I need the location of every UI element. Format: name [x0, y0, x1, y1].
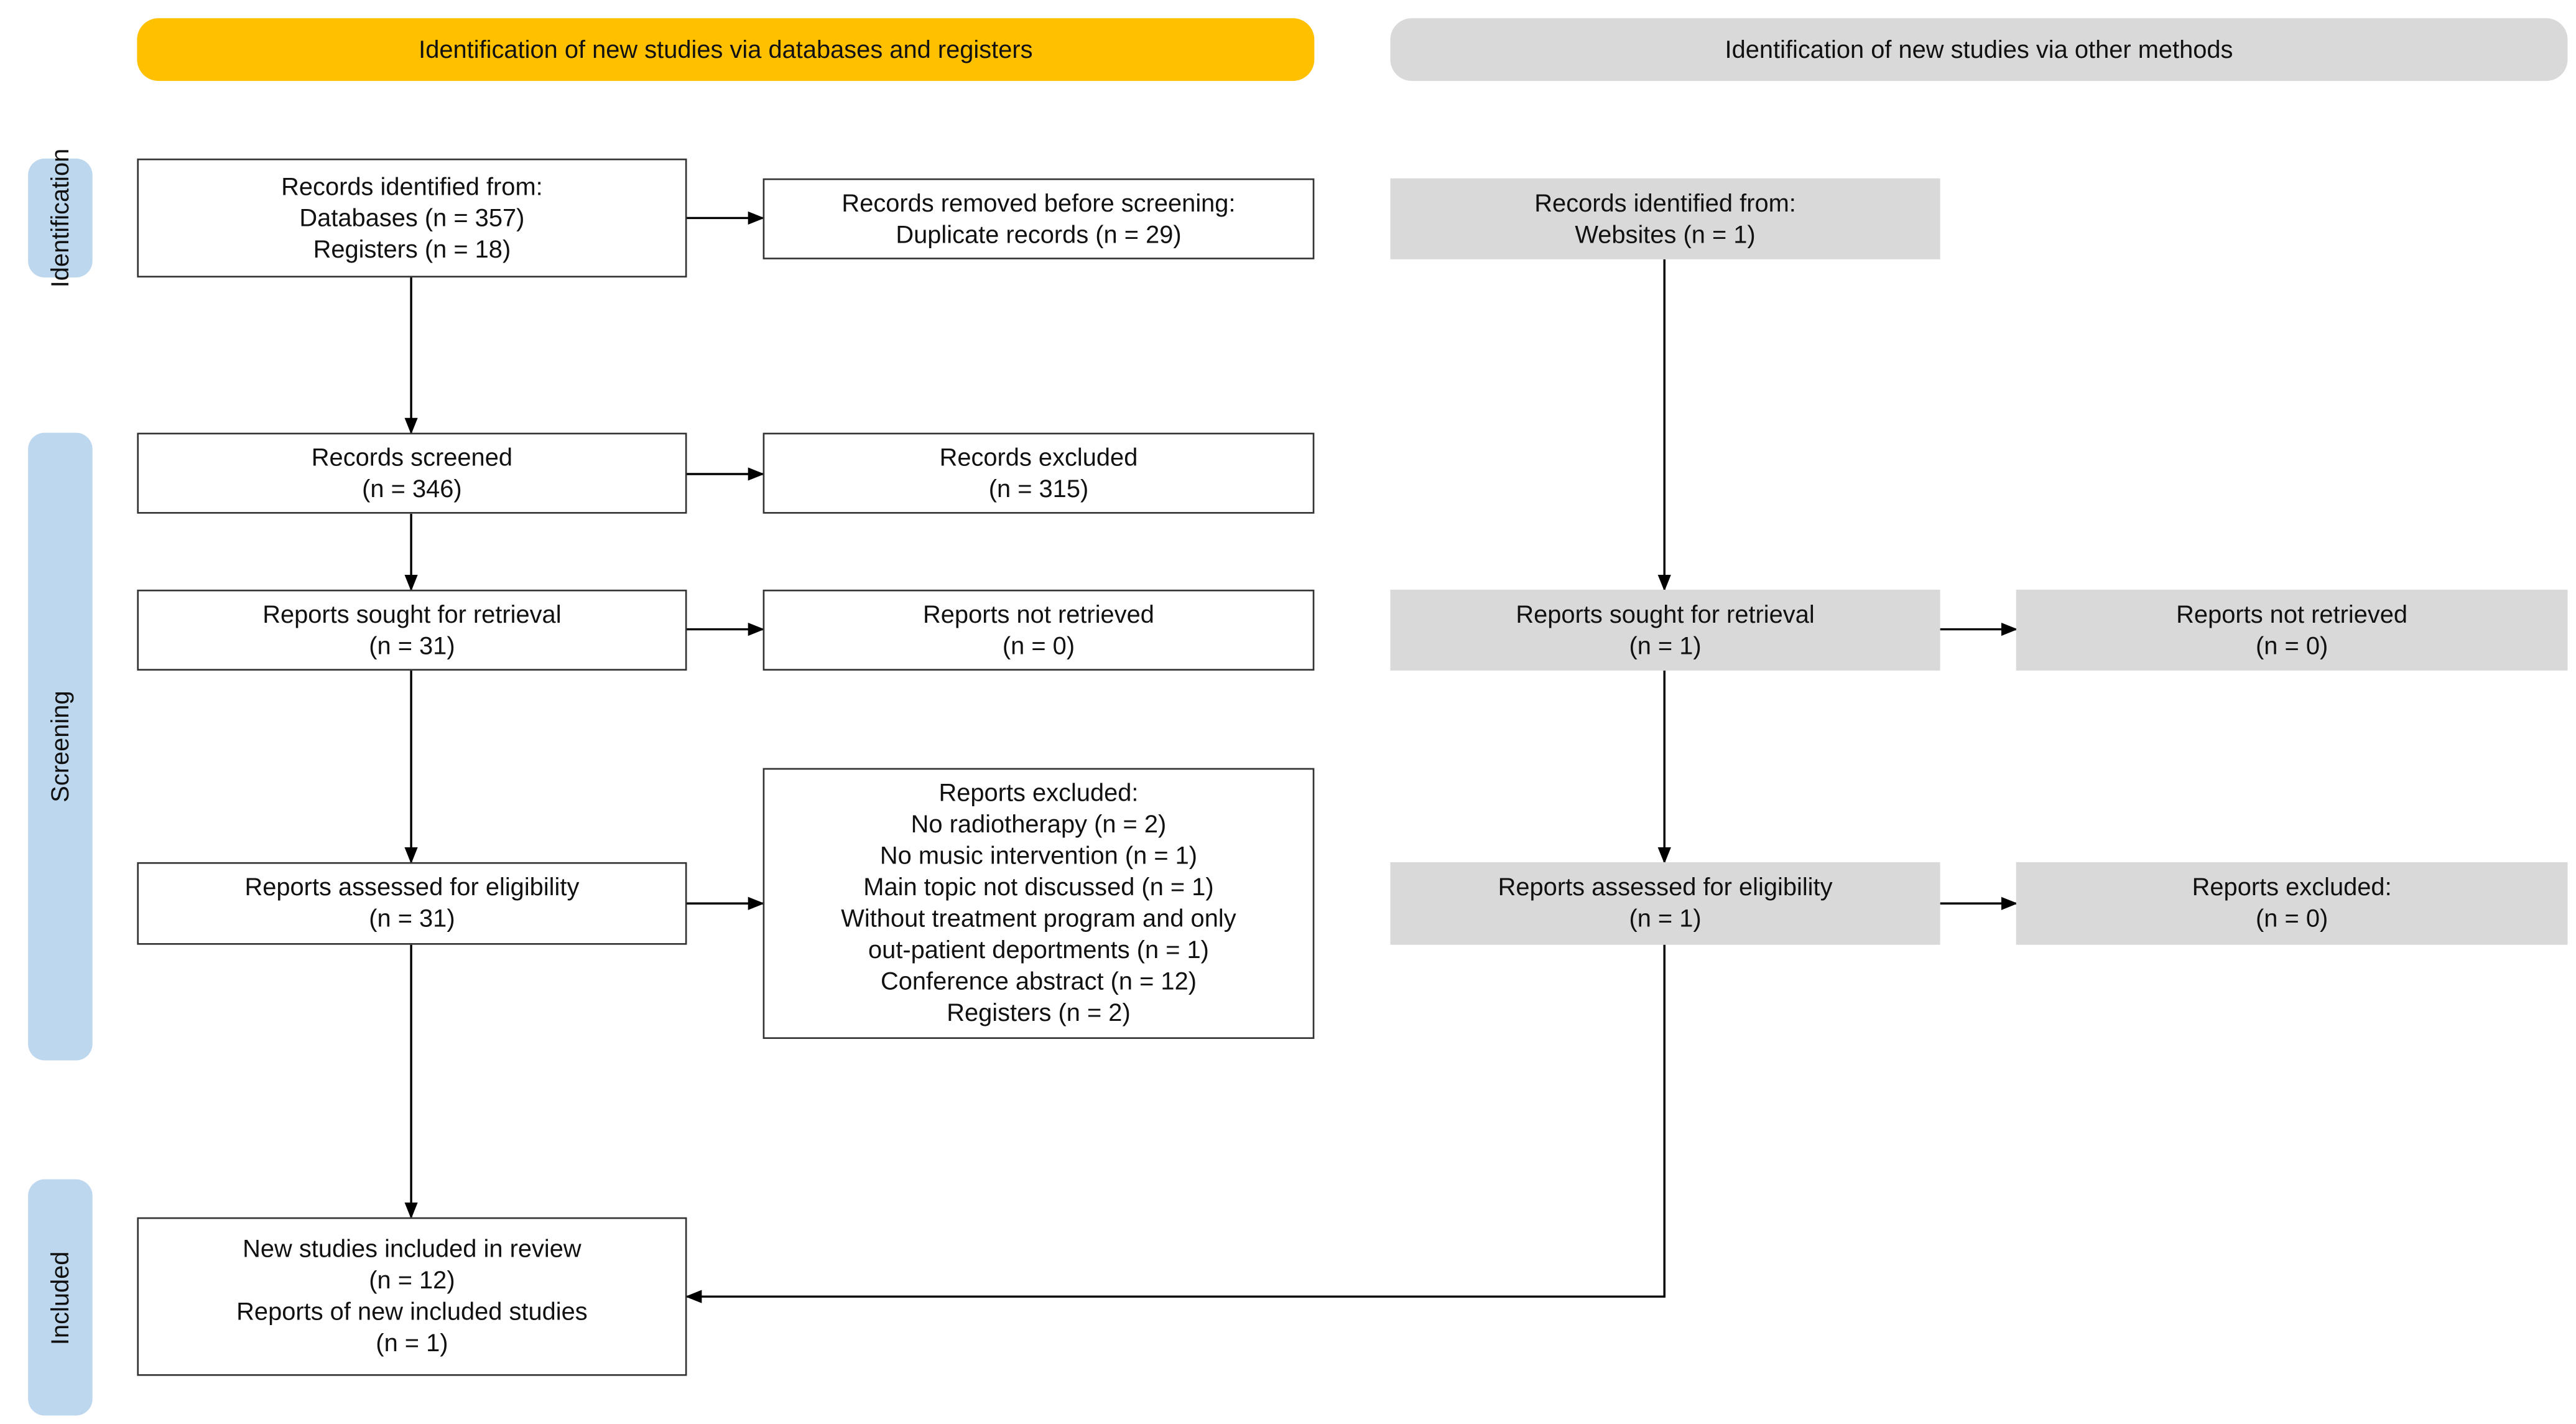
- box-line: Records identified from:: [281, 172, 543, 201]
- header-databases-registers-text: Identification of new studies via databa…: [419, 35, 1033, 64]
- box-line: New studies included in review: [243, 1235, 581, 1264]
- records-excluded-box: Records excluded (n = 315): [762, 432, 1315, 514]
- phase-screening: Screening: [28, 432, 93, 1061]
- header-other-methods: Identification of new studies via other …: [1390, 18, 2568, 81]
- box-line: (n = 31): [369, 905, 455, 934]
- other-reports-sought-box: Reports sought for retrieval (n = 1): [1390, 589, 1940, 671]
- reports-assessed-box: Reports assessed for eligibility (n = 31…: [137, 862, 687, 945]
- box-line: Reports of new included studies: [236, 1298, 588, 1326]
- records-identified-box: Records identified from: Databases (n = …: [137, 158, 687, 278]
- phase-identification: Identification: [28, 149, 93, 287]
- reports-sought-box: Reports sought for retrieval (n = 31): [137, 589, 687, 671]
- records-removed-box: Records removed before screening: Duplic…: [762, 178, 1315, 259]
- phase-included-label: Included: [46, 1250, 75, 1344]
- box-line: (n = 0): [2256, 905, 2328, 934]
- reports-not-retrieved-box: Reports not retrieved (n = 0): [762, 589, 1315, 671]
- phase-screening-label: Screening: [46, 691, 75, 803]
- box-line: Reports not retrieved: [2176, 600, 2408, 629]
- box-line: Records excluded: [939, 443, 1138, 472]
- box-line: (n = 1): [1629, 631, 1702, 660]
- other-reports-assessed-box: Reports assessed for eligibility (n = 1): [1390, 862, 1940, 945]
- box-line: Records screened: [311, 443, 513, 472]
- box-line: (n = 346): [362, 475, 462, 503]
- box-line: Databases (n = 357): [299, 203, 525, 233]
- box-line: Reports not retrieved: [923, 600, 1154, 629]
- box-line: (n = 1): [1629, 905, 1702, 934]
- box-line: Registers (n = 2): [947, 999, 1131, 1028]
- phase-identification-label: Identification: [46, 148, 75, 288]
- box-line: (n = 0): [1002, 631, 1075, 660]
- box-line: Reports assessed for eligibility: [1498, 873, 1833, 902]
- other-reports-excluded-box: Reports excluded: (n = 0): [2016, 862, 2568, 945]
- box-line: Main topic not discussed (n = 1): [863, 873, 1214, 902]
- box-line: (n = 31): [369, 631, 455, 660]
- box-line: Websites (n = 1): [1575, 220, 1756, 249]
- box-line: Reports assessed for eligibility: [244, 873, 580, 902]
- box-line: (n = 1): [376, 1329, 448, 1358]
- box-line: No radiotherapy (n = 2): [910, 811, 1167, 839]
- studies-included-box: New studies included in review (n = 12) …: [137, 1217, 687, 1376]
- records-screened-box: Records screened (n = 346): [137, 432, 687, 514]
- box-line: Records removed before screening:: [841, 188, 1236, 218]
- arrow-other-assessed-to-included: [685, 944, 1666, 1303]
- box-line: out-patient deportments (n = 1): [868, 936, 1209, 965]
- box-line: (n = 12): [369, 1267, 455, 1295]
- other-reports-not-retrieved-box: Reports not retrieved (n = 0): [2016, 589, 2568, 671]
- box-line: Reports sought for retrieval: [262, 600, 562, 629]
- other-records-identified-box: Records identified from: Websites (n = 1…: [1390, 178, 1940, 259]
- box-line: Registers (n = 18): [313, 235, 511, 264]
- box-line: Reports sought for retrieval: [1516, 600, 1815, 629]
- box-line: No music intervention (n = 1): [879, 842, 1198, 871]
- phase-included: Included: [28, 1179, 93, 1416]
- box-line: Reports excluded:: [2192, 873, 2392, 902]
- box-line: Conference abstract (n = 12): [880, 967, 1197, 996]
- header-other-methods-text: Identification of new studies via other …: [1725, 35, 2233, 64]
- box-line: (n = 315): [988, 475, 1089, 503]
- box-line: Duplicate records (n = 29): [896, 220, 1182, 249]
- reports-excluded-box: Reports excluded: No radiotherapy (n = 2…: [762, 768, 1315, 1039]
- box-line: Reports excluded:: [938, 779, 1139, 808]
- box-line: Without treatment program and only: [841, 905, 1236, 934]
- header-databases-registers: Identification of new studies via databa…: [137, 18, 1315, 81]
- box-line: (n = 0): [2256, 631, 2328, 660]
- box-line: Records identified from:: [1534, 188, 1796, 218]
